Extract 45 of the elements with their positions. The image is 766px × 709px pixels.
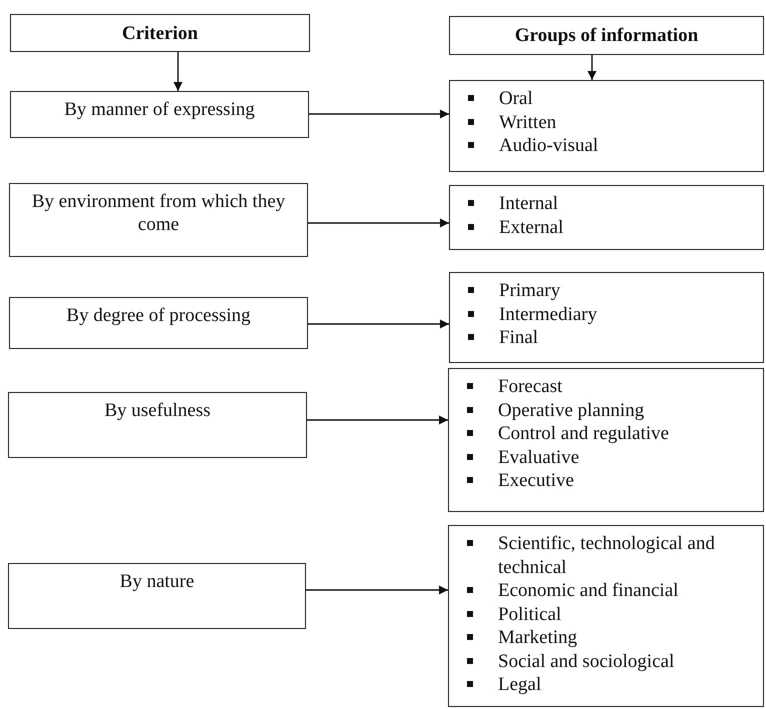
list-item: Audio-visual (499, 134, 598, 158)
list-item: Final (499, 326, 538, 350)
criterion-box (10, 91, 309, 138)
list-item: Social and sociological (498, 650, 674, 673)
category-list-box (448, 525, 764, 707)
arrow (309, 110, 449, 118)
header-box (449, 16, 764, 55)
criterion-box (8, 392, 307, 458)
list-item: Oral (499, 87, 533, 110)
column-heading: Criterion (122, 22, 198, 44)
list-item: Internal (499, 192, 558, 216)
list-item: Operative planning (498, 398, 644, 422)
arrow (306, 586, 448, 594)
list-item: External (499, 216, 564, 239)
list-item: Legal (498, 673, 542, 696)
arrow (174, 52, 182, 91)
criterion-box (9, 297, 308, 349)
header-box (10, 14, 310, 52)
arrow (588, 55, 596, 80)
list-item: Primary (499, 279, 560, 302)
list-item: Intermediary (499, 302, 598, 326)
arrow (307, 416, 448, 424)
list-item: Executive (498, 469, 574, 492)
list-item: Scientific, technological and technical (498, 532, 716, 579)
column-heading: Groups of information (514, 24, 698, 47)
criterion-label: By environment from which they come (30, 190, 286, 236)
list-item: Written (499, 110, 556, 134)
list-item: Marketing (498, 626, 578, 650)
criterion-label: By nature (120, 570, 194, 593)
category-list-box (449, 80, 764, 172)
category-list-box (449, 272, 764, 363)
criterion-label: By degree of processing (66, 304, 251, 327)
arrow (308, 320, 449, 328)
category-list-box (448, 368, 764, 512)
list-item: Control and regulative (498, 422, 669, 446)
criterion-box (8, 563, 306, 629)
list-item: Forecast (498, 375, 562, 398)
criterion-label: By usefulness (104, 399, 211, 422)
arrow (308, 218, 449, 228)
category-list-box (449, 185, 764, 250)
criterion-label: By manner of expressing (64, 98, 255, 121)
list-item: Evaluative (498, 446, 580, 469)
list-item: Economic and financial (498, 579, 678, 602)
criterion-box (9, 183, 308, 257)
list-item: Political (498, 602, 562, 626)
